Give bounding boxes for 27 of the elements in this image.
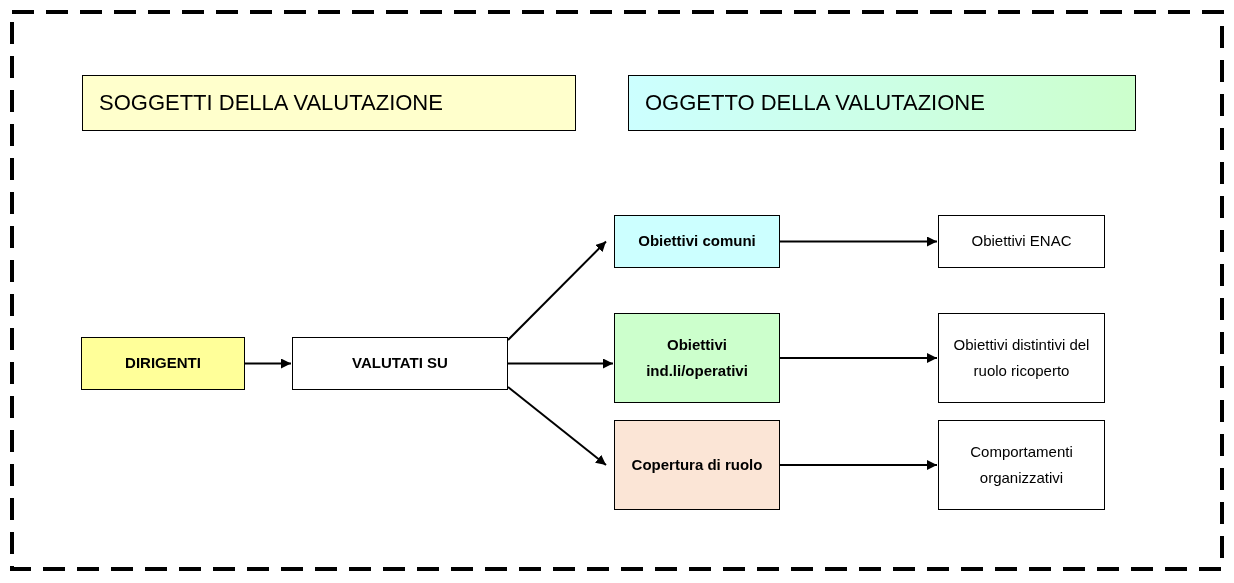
- process-box: [614, 215, 780, 268]
- box-label: Copertura di ruolo: [631, 454, 763, 475]
- box-label: Obiettivi ind.li/operativi: [645, 334, 749, 381]
- process-box: [614, 313, 780, 403]
- box-label: Obiettivi distintivi del ruolo ricoperto: [952, 334, 1091, 381]
- arrow: [507, 358, 614, 369]
- box-label: Obiettivi ENAC: [971, 231, 1072, 252]
- arrow: [244, 358, 292, 369]
- arrow: [507, 386, 607, 466]
- process-box: [938, 420, 1105, 510]
- box-label: Obiettivi comuni: [638, 231, 756, 252]
- box-label: SOGGETTI DELLA VALUTAZIONE: [99, 88, 443, 117]
- arrow: [779, 460, 938, 470]
- arrow: [507, 240, 607, 341]
- arrow: [779, 236, 938, 247]
- heading-box: [82, 75, 576, 131]
- process-box: [938, 215, 1105, 268]
- box-label: OGGETTO DELLA VALUTAZIONE: [645, 88, 985, 117]
- box-label: VALUTATI SU: [352, 353, 448, 374]
- process-box: [81, 337, 245, 390]
- process-box: [938, 313, 1105, 403]
- arrow: [779, 353, 938, 363]
- process-box: [292, 337, 508, 390]
- process-box: [614, 420, 780, 510]
- box-label: Comportamenti organizzativi: [969, 441, 1074, 488]
- box-label: DIRIGENTI: [125, 353, 201, 374]
- heading-box: [628, 75, 1136, 131]
